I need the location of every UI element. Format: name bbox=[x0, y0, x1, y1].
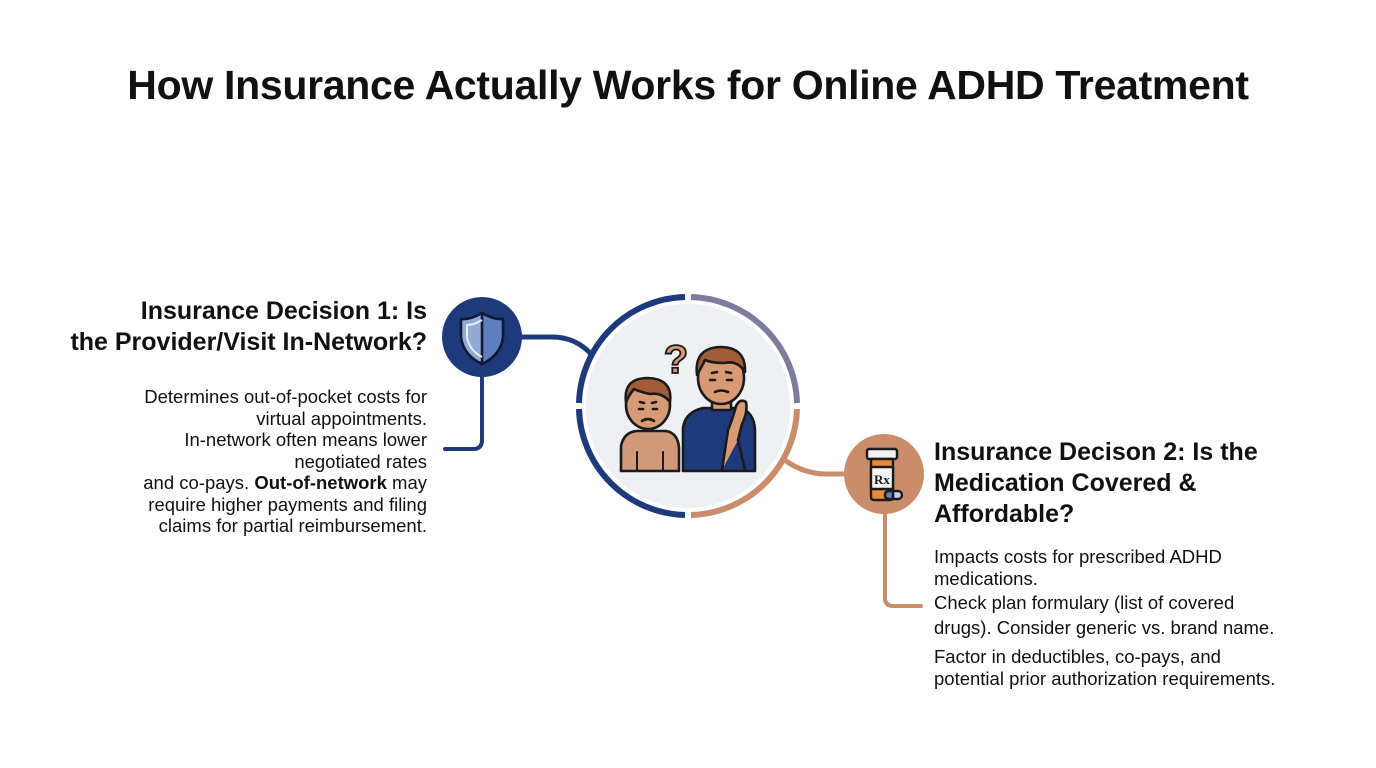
ring-arc-bottom-right bbox=[690, 408, 800, 518]
decision-2-description: Impacts costs for prescribed ADHD medica… bbox=[934, 546, 1275, 689]
decision-2-heading-line: Insurance Decison 2: Is the bbox=[934, 438, 1258, 466]
connector-right-bracket bbox=[883, 510, 923, 608]
center-hub: ? bbox=[576, 294, 800, 518]
out-of-network-emphasis: Out-of-network bbox=[254, 472, 387, 493]
decision-1-body-line: require higher payments and filing bbox=[148, 493, 427, 515]
decision-2-body-line: medications. bbox=[934, 567, 1038, 589]
decision-2-body-line: Factor in deductibles, co-pays, and bbox=[934, 646, 1221, 667]
connector-left-bracket bbox=[443, 373, 484, 451]
ring-arc-top-right bbox=[690, 294, 800, 404]
decision-1-body-line: virtual appointments. bbox=[256, 407, 427, 429]
decision-1-badge bbox=[442, 297, 522, 377]
decision-2-heading-line: Medication Covered & bbox=[934, 469, 1197, 497]
decision-1-body-suffix: may bbox=[392, 472, 427, 493]
question-mark-icon: ? bbox=[664, 338, 688, 382]
confused-parent-child-icon bbox=[619, 345, 757, 473]
ring-arc-top-left bbox=[576, 294, 686, 404]
decision-2-body-line: drugs). Consider generic vs. brand name. bbox=[934, 616, 1275, 638]
decision-2-heading: Insurance Decison 2: Is the Medication C… bbox=[934, 437, 1258, 530]
decision-2-body-line: potential prior authorization requiremen… bbox=[934, 667, 1276, 689]
connector-left-center bbox=[517, 334, 595, 358]
decision-2-heading-line: Affordable? bbox=[934, 500, 1075, 528]
decision-1-heading-line: Insurance Decision 1: Is bbox=[140, 297, 427, 325]
connector-right-center bbox=[783, 458, 849, 477]
decision-1-heading: Insurance Decision 1: Is the Provider/Vi… bbox=[70, 296, 427, 358]
prescription-bottle-icon: Rx bbox=[865, 447, 904, 502]
decision-1-body-line: negotiated rates bbox=[294, 450, 427, 472]
decision-2-body-line: Check plan formulary (list of covered bbox=[934, 592, 1235, 613]
ring-arc-bottom-left bbox=[576, 408, 686, 518]
decision-2-body-line: Impacts costs for prescribed ADHD bbox=[934, 546, 1222, 567]
rx-label: Rx bbox=[874, 472, 890, 487]
shield-icon bbox=[459, 311, 505, 366]
decision-1-body-line: Determines out-of-pocket costs for bbox=[144, 386, 427, 407]
decision-1-body-line: claims for partial reimbursement. bbox=[158, 515, 427, 536]
page-title: How Insurance Actually Works for Online … bbox=[127, 62, 1249, 108]
decision-1-body-line: In-network often means lower bbox=[184, 429, 427, 450]
decision-1-heading-line: the Provider/Visit In-Network? bbox=[70, 328, 427, 356]
decision-1-body-line-mixed: and co-pays. Out-of-network may bbox=[143, 472, 427, 494]
decision-1-description: Determines out-of-pocket costs for virtu… bbox=[143, 386, 427, 537]
decision-2-badge: Rx bbox=[844, 434, 924, 514]
decision-1-body-prefix: and co-pays. bbox=[143, 472, 250, 493]
